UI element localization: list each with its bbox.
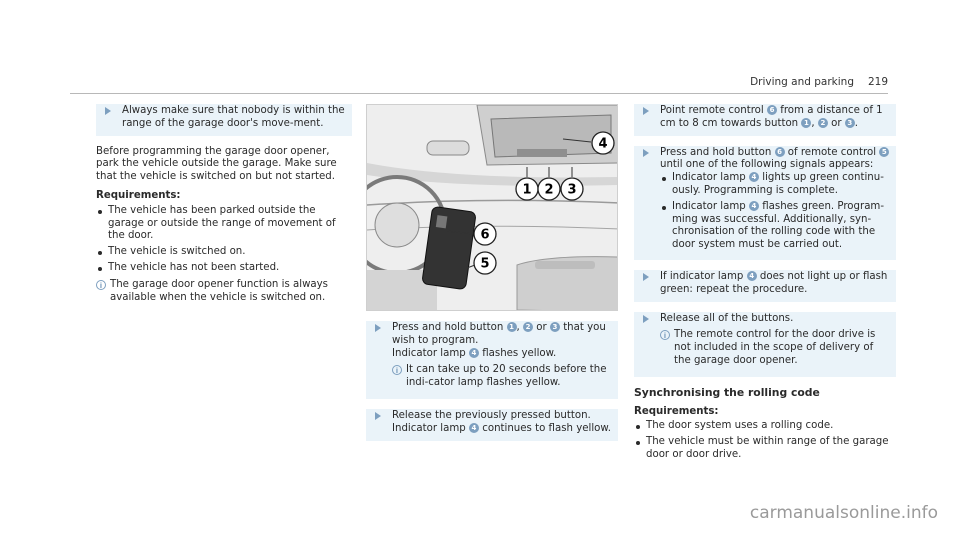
list-item: Indicator lamp 4 flashes green. Program-… bbox=[660, 200, 890, 252]
list-item: The vehicle has been parked outside the … bbox=[96, 205, 352, 243]
step-press-button: Press and hold button 1, 2 or 3 that you… bbox=[366, 321, 618, 399]
svg-text:5: 5 bbox=[480, 257, 489, 272]
callout-badge: 5 bbox=[879, 146, 890, 157]
step-release-button: Release the previously pressed button. I… bbox=[366, 408, 618, 441]
intro-text: Before programming the garage door opene… bbox=[96, 145, 337, 183]
list-item: The door system uses a rolling code. bbox=[634, 420, 896, 433]
step-arrow-icon bbox=[105, 107, 111, 115]
car-interior-drawing bbox=[367, 105, 617, 310]
step-arrow-icon bbox=[375, 324, 381, 332]
step-text: Press and hold button 6 of remote contro… bbox=[660, 146, 890, 173]
bullet-icon bbox=[98, 266, 102, 271]
column-middle: Press and hold button 1, 2 or 3 that you… bbox=[366, 321, 618, 451]
callout-badge: 4 bbox=[748, 200, 759, 211]
step-press-hold: Press and hold button 6 of remote contro… bbox=[634, 145, 896, 260]
info-icon: i bbox=[96, 279, 106, 290]
step-safety: Always make sure that nobody is within t… bbox=[96, 104, 352, 136]
column-right: Point remote control 6 from a distance o… bbox=[634, 104, 896, 465]
callout-badge: 3 bbox=[549, 322, 560, 332]
info-note: i The garage door opener function is alw… bbox=[96, 279, 352, 305]
step-release-all: Release all of the buttons. i The remote… bbox=[634, 311, 896, 377]
requirements-title: Requirements: bbox=[96, 189, 181, 201]
info-note: i The remote control for the door drive … bbox=[660, 329, 890, 367]
callout-badge: 4 bbox=[746, 270, 757, 281]
watermark: carmanualsonline.info bbox=[749, 503, 938, 523]
svg-text:2: 2 bbox=[544, 183, 553, 198]
callout-badge: 4 bbox=[468, 347, 479, 358]
step-indicator-fail: If indicator lamp 4 does not light up or… bbox=[634, 269, 896, 302]
callout-badge: 1 bbox=[801, 117, 812, 128]
garage-opener-illustration: 1 2 3 4 5 bbox=[366, 104, 618, 311]
bullet-icon bbox=[636, 425, 640, 430]
info-note: i It can take up to 20 seconds before th… bbox=[392, 364, 612, 390]
callout-badge: 1 bbox=[506, 322, 517, 332]
requirements-list: The vehicle has been parked outside the … bbox=[96, 205, 352, 275]
callout-badge: 2 bbox=[817, 117, 828, 128]
info-icon: i bbox=[660, 330, 670, 341]
requirements-list: The door system uses a rolling code. The… bbox=[634, 420, 896, 461]
list-item: Indicator lamp 4 lights up green continu… bbox=[660, 172, 890, 198]
step-text: Always make sure that nobody is within t… bbox=[122, 105, 345, 129]
step-arrow-icon bbox=[375, 411, 381, 420]
step-text: Point remote control 6 from a distance o… bbox=[660, 105, 883, 129]
step-point-remote: Point remote control 6 from a distance o… bbox=[634, 104, 896, 136]
sync-heading: Synchronising the rolling code bbox=[634, 385, 820, 399]
remote-control-drawing bbox=[422, 206, 476, 290]
intro-block: Before programming the garage door opene… bbox=[96, 146, 352, 184]
svg-text:6: 6 bbox=[480, 228, 489, 243]
callout-4: 4 bbox=[562, 131, 615, 155]
list-item: The vehicle has not been started. bbox=[96, 262, 352, 275]
requirements-title: Requirements: bbox=[634, 405, 719, 417]
step-text: Release the previously pressed button. I… bbox=[392, 409, 612, 434]
step-text: Press and hold button 1, 2 or 3 that you… bbox=[392, 322, 606, 359]
callout-layer: 1 2 3 4 5 bbox=[446, 131, 615, 275]
callout-badge: 3 bbox=[844, 117, 855, 128]
bullet-icon bbox=[662, 177, 666, 182]
page-number: 219 bbox=[867, 76, 888, 88]
step-arrow-icon bbox=[643, 314, 649, 323]
callout-badge: 6 bbox=[774, 146, 785, 157]
callout-badge: 4 bbox=[468, 422, 479, 433]
callout-badge: 6 bbox=[767, 105, 777, 115]
bullet-icon bbox=[98, 209, 102, 214]
step-arrow-icon bbox=[643, 148, 649, 157]
callout-badge: 4 bbox=[748, 172, 759, 183]
bullet-icon bbox=[98, 251, 102, 256]
step-arrow-icon bbox=[643, 272, 649, 281]
section-title: Driving and parking bbox=[750, 76, 854, 88]
column-left: Always make sure that nobody is within t… bbox=[96, 104, 352, 308]
step-text: Release all of the buttons. bbox=[660, 312, 794, 324]
callout-6: 6 bbox=[446, 222, 497, 246]
svg-text:4: 4 bbox=[598, 137, 607, 152]
bullet-icon bbox=[636, 441, 640, 446]
svg-text:3: 3 bbox=[567, 183, 576, 198]
callout-1: 1 bbox=[515, 167, 539, 201]
info-icon: i bbox=[392, 365, 402, 376]
callout-3: 3 bbox=[560, 167, 584, 201]
list-item: The vehicle must be within range of the … bbox=[634, 436, 896, 462]
step-text: If indicator lamp 4 does not light up or… bbox=[660, 270, 888, 295]
signals-list: Indicator lamp 4 lights up green continu… bbox=[660, 172, 890, 252]
bullet-icon bbox=[662, 205, 666, 210]
page-header: Driving and parking 219 bbox=[70, 75, 888, 94]
step-arrow-icon bbox=[643, 107, 649, 115]
list-item: The vehicle is switched on. bbox=[96, 246, 352, 259]
svg-text:1: 1 bbox=[522, 183, 531, 198]
callout-badge: 2 bbox=[523, 322, 534, 332]
callout-2: 2 bbox=[537, 167, 561, 201]
callout-5: 5 bbox=[466, 251, 497, 275]
